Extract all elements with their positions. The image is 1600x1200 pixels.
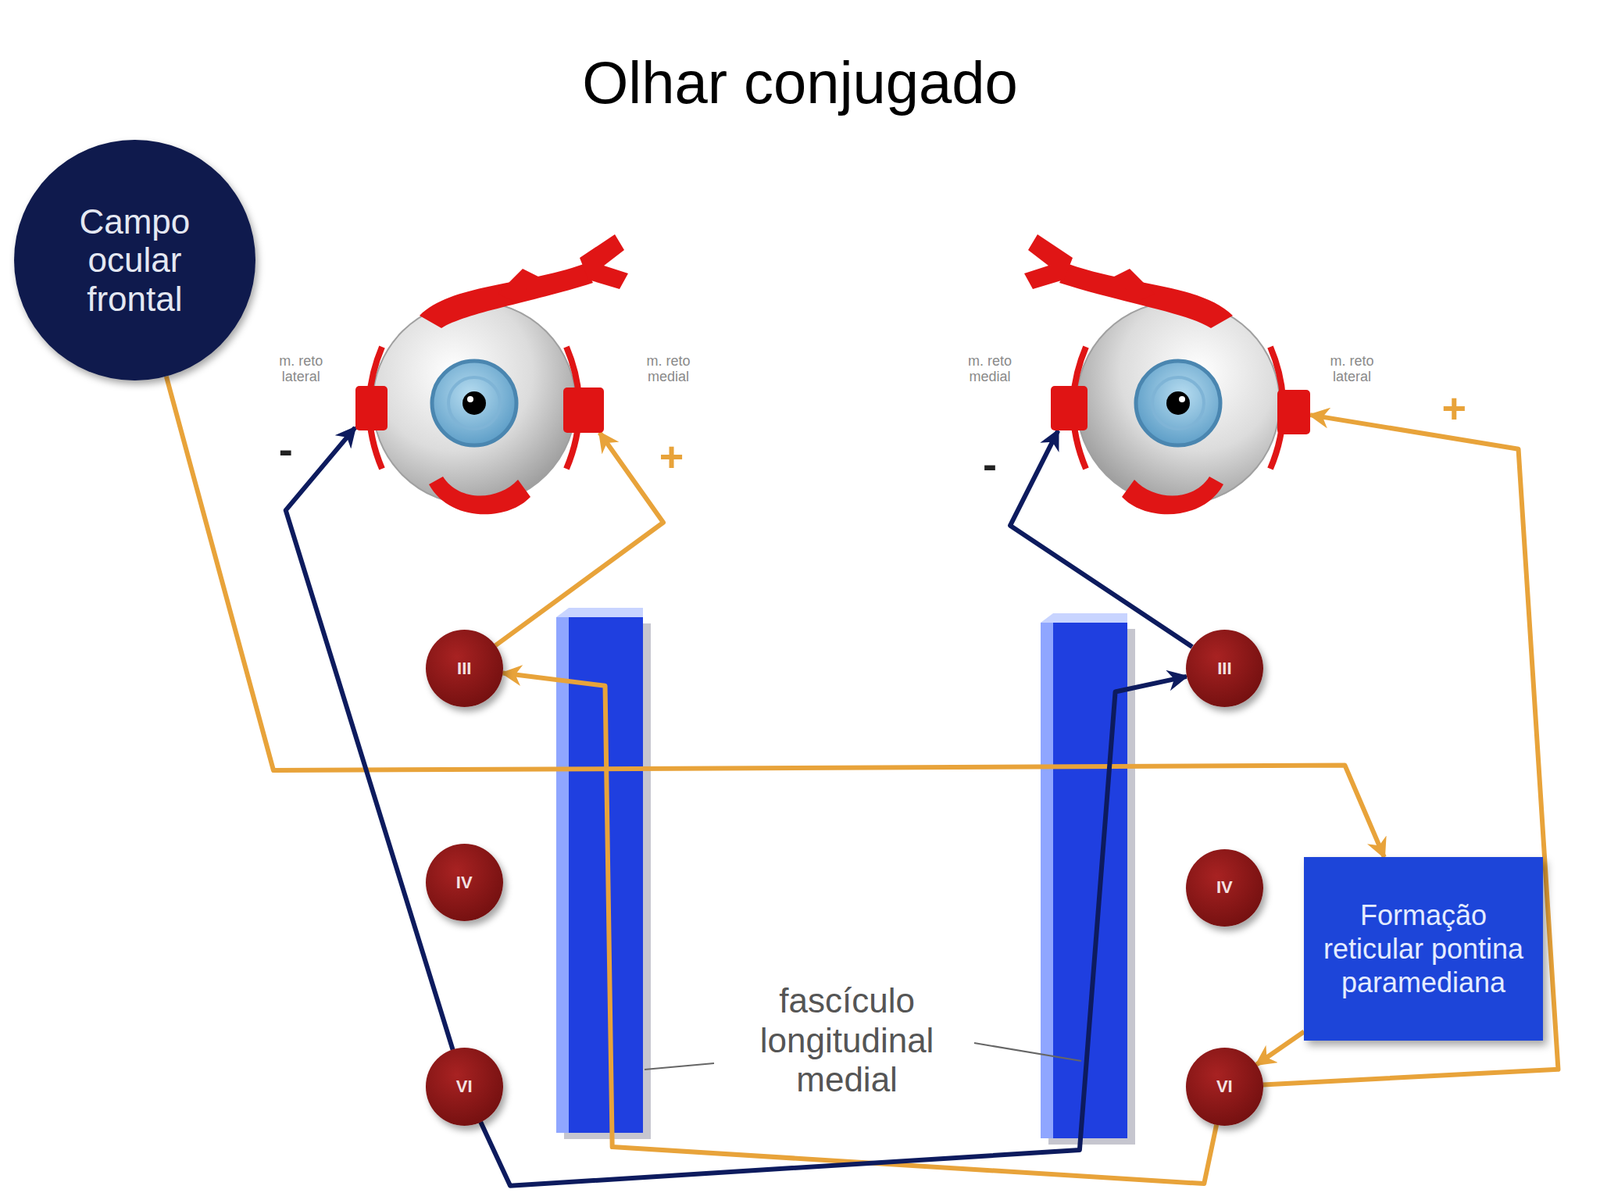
leader-line [644, 1063, 715, 1070]
bar-front [556, 617, 643, 1133]
node-label: Formação reticular pontina paramediana [1321, 898, 1526, 1000]
excitatory-pathway [166, 376, 1385, 858]
node-label: VI [1216, 1076, 1233, 1097]
node-label: VI [456, 1076, 473, 1097]
excitatory-pathway [1263, 414, 1559, 1085]
node-label: III [457, 658, 472, 679]
node-label: III [1217, 658, 1232, 679]
inhibitory-pathway [1010, 430, 1193, 647]
node-label: Campo ocular frontal [60, 202, 209, 318]
bar-top [1040, 613, 1128, 623]
structure-label: fascículo longitudinal medial [737, 981, 957, 1100]
muscle-label: m. reto medial [632, 353, 704, 386]
inhibition-sign: - [982, 442, 997, 486]
right-eye [1024, 234, 1284, 515]
excitatory-pathway [495, 432, 664, 646]
nucleus-circle: IV [1185, 849, 1264, 927]
bar-side [1040, 622, 1054, 1139]
muscle-label: m. reto medial [954, 353, 1025, 386]
excitation-sign: + [659, 435, 685, 478]
excitation-sign: + [1441, 386, 1467, 429]
nucleus-circle: III [425, 629, 504, 708]
cortex-circle: Campo ocular frontal [14, 139, 255, 381]
bar-top [556, 607, 643, 618]
leader-line [974, 1042, 1082, 1061]
nucleus-circle: IV [425, 843, 504, 922]
excitatory-pathway [1256, 1031, 1304, 1065]
muscle-label: m. reto lateral [1317, 353, 1388, 386]
node-label: IV [1216, 877, 1233, 898]
bar-side [556, 617, 569, 1133]
inhibitory-pathway [285, 427, 454, 1050]
muscle-rect: m. reto medial [563, 387, 604, 433]
process-box: Formação reticular pontina paramediana [1303, 857, 1543, 1041]
muscle-rect: m. reto lateral [1277, 389, 1311, 435]
muscle-rect: m. reto lateral [355, 385, 389, 431]
nucleus-circle: VI [425, 1047, 504, 1125]
nucleus-circle: VI [1185, 1047, 1264, 1125]
left-eye [369, 234, 629, 515]
node-label: IV [456, 872, 473, 893]
inhibitory-pathway [480, 676, 1187, 1186]
diagram-title: Olhar conjugado [0, 48, 1600, 117]
inhibition-sign: - [278, 428, 293, 471]
nucleus-circle: III [1185, 629, 1264, 708]
muscle-label: m. reto lateral [265, 353, 336, 386]
muscle-rect: m. reto medial [1050, 385, 1088, 431]
